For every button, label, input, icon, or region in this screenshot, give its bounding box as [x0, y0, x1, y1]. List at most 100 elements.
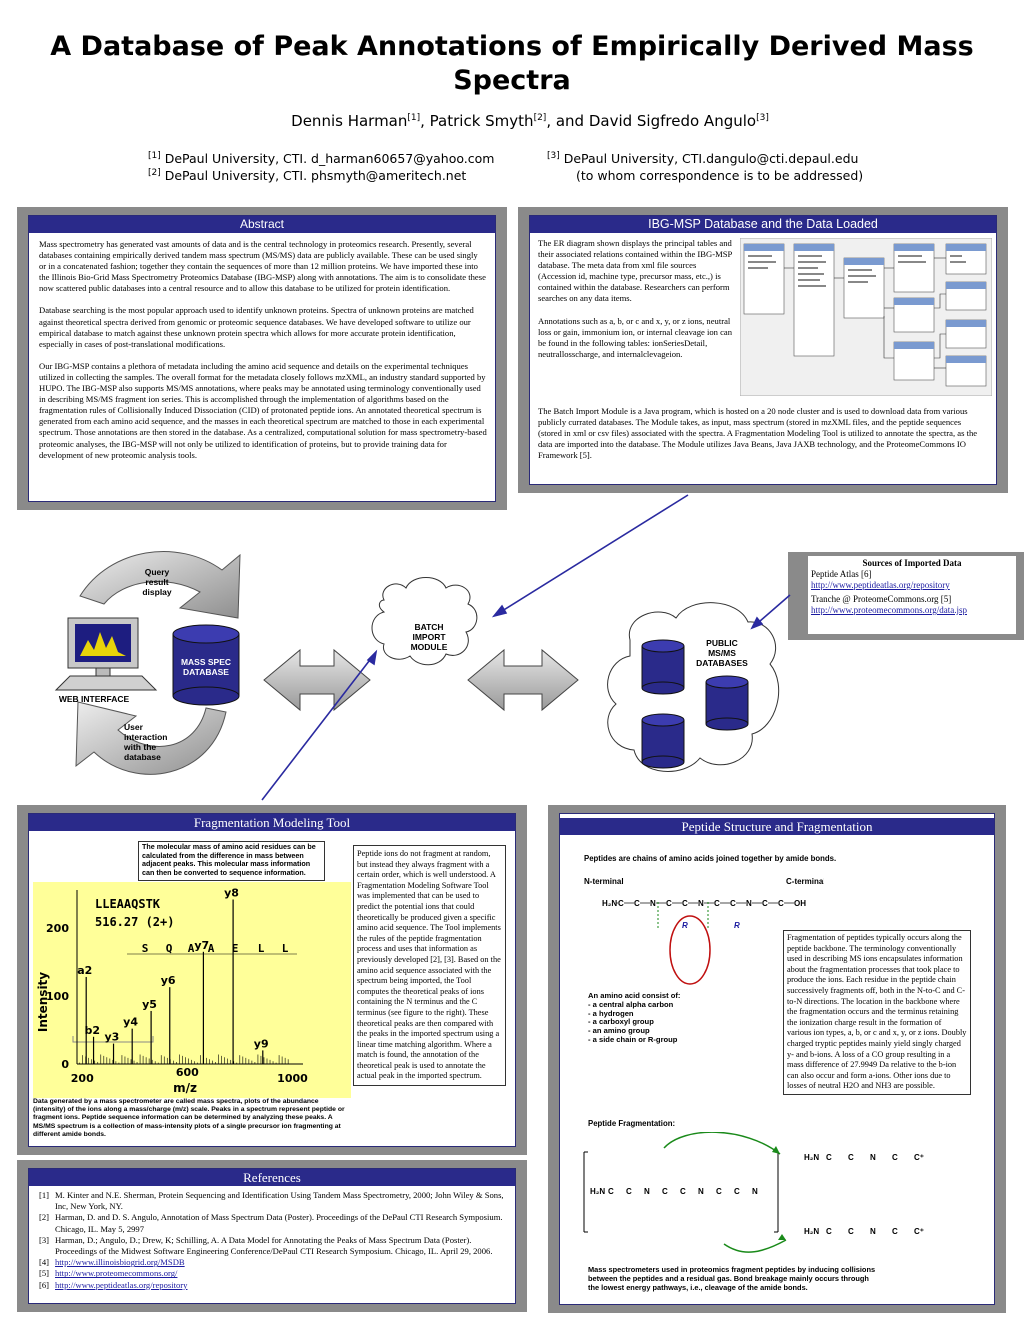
peptide-text: Fragmentation of peptides typically occu… [783, 930, 971, 1095]
chain-atom: C [762, 899, 768, 908]
abstract-p1: Mass spectrometry has generated vast amo… [39, 239, 486, 294]
authors: Dennis Harman[1], Patrick Smyth[2], and … [291, 112, 769, 130]
residue-E: E [232, 942, 239, 955]
reference-item: [2]Harman, D. and D. S. Angulo, Annotati… [39, 1212, 507, 1234]
peptide-heading: Peptide Structure and Fragmentation [560, 818, 994, 835]
y-ion-atom: C [848, 1227, 854, 1236]
c-terminal-label: C-terminal [786, 877, 824, 886]
reference-number: [1] [39, 1190, 50, 1200]
chain-atom: OH [794, 899, 806, 908]
peak-label-y4: y4 [123, 1016, 138, 1029]
reference-item: [5] http://www.proteomecommons.org/ [39, 1268, 507, 1279]
frag-atom: N [698, 1187, 704, 1196]
precursor-label: 516.27 (2+) [95, 915, 174, 929]
n-terminal-label: N-terminal [584, 877, 624, 886]
y-axis-label: Intensity [36, 972, 50, 1032]
chain-atom: C [618, 899, 624, 908]
frag-tool-heading: Fragmentation Modeling Tool [29, 814, 515, 831]
computer-icon [54, 617, 158, 691]
fragmentation-caption: Mass spectrometers used in proteomics fr… [588, 1265, 876, 1292]
references-list: [1] M. Kinter and N.E. Sherman, Protein S… [29, 1186, 515, 1291]
left-double-arrow [263, 648, 371, 712]
ibg-p1: The ER diagram shown displays the princi… [538, 238, 732, 304]
frag-atom: C [680, 1187, 686, 1196]
ibg-p3: The Batch Import Module is a Java progra… [538, 406, 978, 461]
residue-S: S [142, 942, 149, 955]
chain-title: Peptides are chains of amino acids joine… [584, 854, 837, 863]
frag-atom: C [626, 1187, 632, 1196]
residue-Q: Q [166, 942, 173, 955]
fragmentation-title: Peptide Fragmentation: [588, 1119, 676, 1128]
amino-acid-list: An amino acid consist of: - a central al… [588, 991, 681, 1044]
peak-label-y5: y5 [142, 998, 157, 1011]
reference-text[interactable]: http://www.proteomecommons.org/ [55, 1268, 178, 1279]
reference-text[interactable]: http://www.peptideatlas.org/repository [55, 1279, 188, 1290]
frag-tool-text: Peptide ions do not fragment at random, … [353, 845, 506, 1087]
reference-text: Harman, D.; Angulo, D.; Drew, K; Schilli… [55, 1234, 493, 1257]
peak-label-y6: y6 [161, 974, 176, 987]
reference-item: [6] http://www.peptideatlas.org/repositor… [39, 1280, 507, 1291]
peak-label-y7: y7 [194, 939, 209, 952]
x-tick-1000: 1000 [277, 1072, 308, 1085]
y-ion-atom: C [892, 1227, 898, 1236]
reference-item: [3]Harman, D.; Angulo, D.; Drew, K; Schi… [39, 1235, 507, 1257]
references-panel: References [1] M. Kinter and N.E. Sherman… [17, 1160, 527, 1312]
ibg-p2: Annotations such as a, b, or c and x, y,… [538, 315, 733, 359]
y-tick-200: 200 [46, 922, 69, 935]
chain-atom: C [778, 899, 784, 908]
x-axis-label: m/z [173, 1081, 197, 1095]
reference-item: [1] M. Kinter and N.E. Sherman, Protein S… [39, 1190, 507, 1212]
residue-A: A [188, 942, 195, 955]
chain-atom: C [666, 899, 672, 908]
spectrum-caption: Data generated by a mass spectrometer ar… [33, 1098, 345, 1138]
peak-label-b2: b2 [85, 1024, 101, 1037]
b-ion-atom: C⁺ [914, 1153, 924, 1162]
chain-atom: C [714, 899, 720, 908]
x-tick-600: 600 [176, 1066, 199, 1079]
frag-tool-panel: Fragmentation Modeling Tool The molecula… [17, 805, 527, 1155]
reference-item: [4]http://www.illinoisbiogrid.org/MSDB [39, 1257, 507, 1268]
peptide-sequence: LLEAAQSTK [95, 897, 161, 911]
peptideatlas-link[interactable]: http://www.peptideatlas.org/repository [811, 580, 950, 590]
reference-text: M. Kinter and N.E. Sherman, Protein Sequ… [55, 1190, 504, 1212]
peak-label-y9: y9 [254, 1037, 269, 1050]
affiliations-left: [1] DePaul University, CTI. d_harman6065… [148, 150, 495, 183]
reference-text[interactable]: http://www.illinoisbiogrid.org/MSDB [55, 1257, 185, 1268]
reference-number: [5] [39, 1268, 50, 1279]
affiliations-right: [3] DePaul University, CTI.dangulo@cti.d… [547, 150, 864, 183]
abstract-p3: Our IBG-MSP contains a plethora of metad… [39, 360, 487, 460]
right-double-arrow [467, 648, 579, 712]
frag-atom: C [662, 1187, 668, 1196]
proteomecommons-link[interactable]: http://www.proteomecommons.org/data.jsp [811, 605, 967, 615]
frag-atom: H₂N [590, 1187, 605, 1196]
y-ion-atom: C⁺ [914, 1227, 924, 1236]
b-ion-atom: C [826, 1153, 832, 1162]
residue-A: A [208, 942, 215, 955]
frag-callout: The molecular mass of amino acid residue… [138, 841, 325, 881]
ibg-heading: IBG-MSP Database and the Data Loaded [530, 216, 996, 233]
web-interface-label: WEB INTERFACE [58, 694, 130, 704]
sources-panel: Sources of Imported Data Peptide Atlas [… [788, 552, 1024, 640]
peptide-panel: Peptide Structure and Fragmentation Pept… [548, 805, 1006, 1313]
er-diagram [740, 238, 992, 396]
b-ion-atom: H₂N [804, 1153, 819, 1162]
page-title: A Database of Peak Annotations of Empiri… [50, 31, 974, 96]
peak-label-y3: y3 [105, 1031, 120, 1044]
query-label: Query result display [142, 567, 172, 597]
b-ion-atom: C [892, 1153, 898, 1162]
sources-heading: Sources of Imported Data [862, 558, 962, 568]
reference-number: [6] [39, 1279, 50, 1290]
residue-L: L [258, 942, 265, 955]
abstract-p2: Database searching is the most popular a… [39, 305, 474, 349]
chain-atom: C [730, 899, 736, 908]
y-ion-atom: C [826, 1227, 832, 1236]
public-label: PUBLIC MS/MS DATABASES [696, 638, 748, 668]
references-heading: References [29, 1169, 515, 1186]
ibg-panel: IBG-MSP Database and the Data Loaded The… [518, 207, 1008, 493]
y-ion-atom: H₂N [804, 1227, 819, 1236]
mass-db-label: MASS SPEC DATABASE [180, 657, 232, 677]
